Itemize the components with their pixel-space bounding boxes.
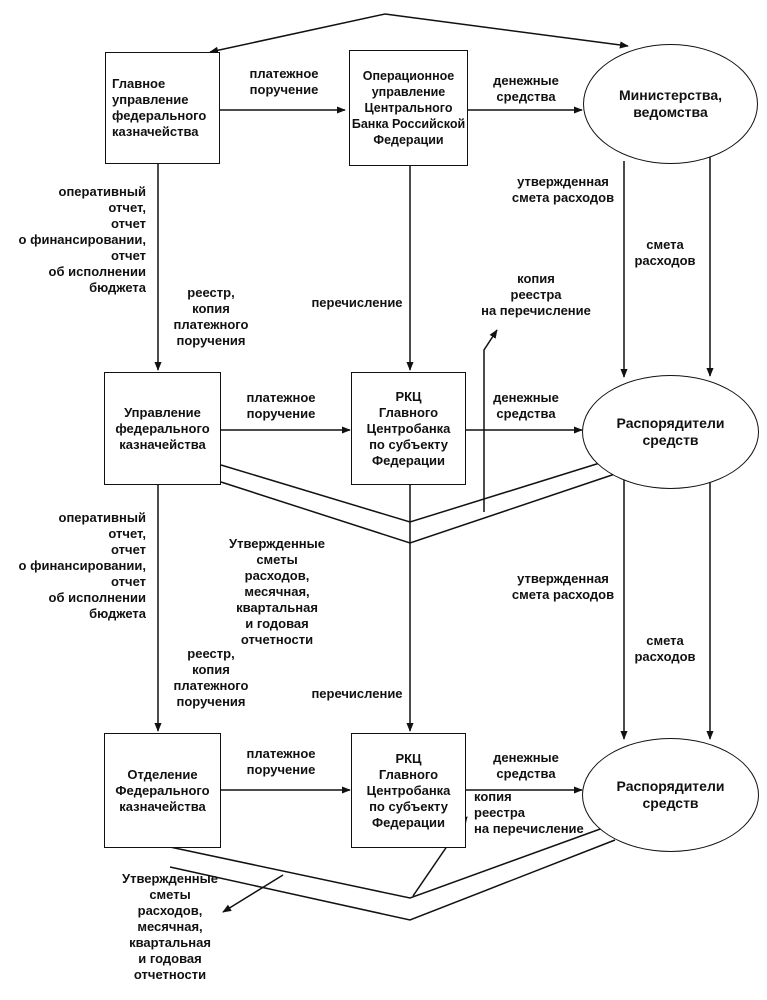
label-approved-estimates-1: Утвержденные сметы расходов, месячная, к…	[228, 536, 325, 647]
label-transfer-1: перечисление	[311, 295, 403, 310]
label-approved-estimate-2: утвержденная смета расходов	[511, 571, 615, 602]
label-funds-3: денежные средства	[493, 750, 559, 781]
node-rkc-2-label: РКЦ Главного Центробанка по субъекту Фед…	[366, 750, 451, 830]
node-treasury-department: Управление федерального казначейства	[104, 372, 221, 485]
label-estimate-1: смета расходов	[634, 237, 696, 268]
label-registry-copy-2: копия реестра на перечисление	[474, 789, 584, 836]
node-fund-managers-2-label: Распорядители средств	[616, 778, 725, 811]
label-estimate-2: смета расходов	[634, 633, 696, 664]
label-payment-order-3: платежное поручение	[246, 746, 316, 777]
node-rkc-2: РКЦ Главного Центробанка по субъекту Фед…	[351, 733, 466, 848]
label-registry-1: реестр, копия платежного поручения	[173, 285, 249, 348]
node-fund-managers-1-label: Распорядители средств	[616, 415, 725, 448]
label-approved-estimates-2: Утвержденные сметы расходов, месячная, к…	[121, 871, 218, 982]
node-main-treasury: Главное управление федерального казначей…	[105, 52, 220, 164]
node-main-treasury-label: Главное управление федерального казначей…	[112, 76, 207, 139]
node-rkc-1: РКЦ Главного Центробанка по субъекту Фед…	[351, 372, 466, 485]
node-central-bank-operations-label: Операционное управление Центрального Бан…	[351, 69, 466, 147]
label-payment-order-1: платежное поручение	[249, 66, 319, 97]
label-payment-order-2: платежное поручение	[246, 390, 316, 421]
label-registry-copy-1: копия реестра на перечисление	[481, 271, 591, 318]
label-transfer-2: перечисление	[311, 686, 403, 701]
return-line-row3-lower	[169, 839, 616, 921]
top-connector-right	[384, 13, 629, 49]
node-treasury-department-label: Управление федерального казначейства	[115, 404, 210, 452]
node-fund-managers-2: Распорядители средств	[582, 738, 759, 852]
node-ministries: Министерства, ведомства	[583, 44, 758, 164]
node-rkc-1-label: РКЦ Главного Центробанка по субъекту Фед…	[366, 388, 451, 468]
arrow-registry-copy-1	[483, 329, 498, 512]
label-funds-1: денежные средства	[493, 73, 559, 104]
node-central-bank-operations: Операционное управление Центрального Бан…	[349, 50, 468, 166]
label-funds-2: денежные средства	[493, 390, 559, 421]
node-ministries-label: Министерства, ведомства	[618, 87, 723, 120]
label-registry-2: реестр, копия платежного поручения	[173, 646, 249, 709]
arrow-to-approved-estimates-2	[222, 874, 284, 913]
label-reports-2: оперативный отчет, отчет о финансировани…	[18, 510, 146, 621]
node-treasury-branch-label: Отделение Федерального казначейства	[115, 766, 210, 814]
label-reports-1: оперативный отчет, отчет о финансировани…	[18, 184, 146, 295]
label-approved-estimate-1: утвержденная смета расходов	[511, 174, 615, 205]
node-fund-managers-1: Распорядители средств	[582, 375, 759, 489]
top-connector-left	[209, 13, 386, 54]
return-line-row3-upper	[169, 827, 604, 899]
node-treasury-branch: Отделение Федерального казначейства	[104, 733, 221, 848]
